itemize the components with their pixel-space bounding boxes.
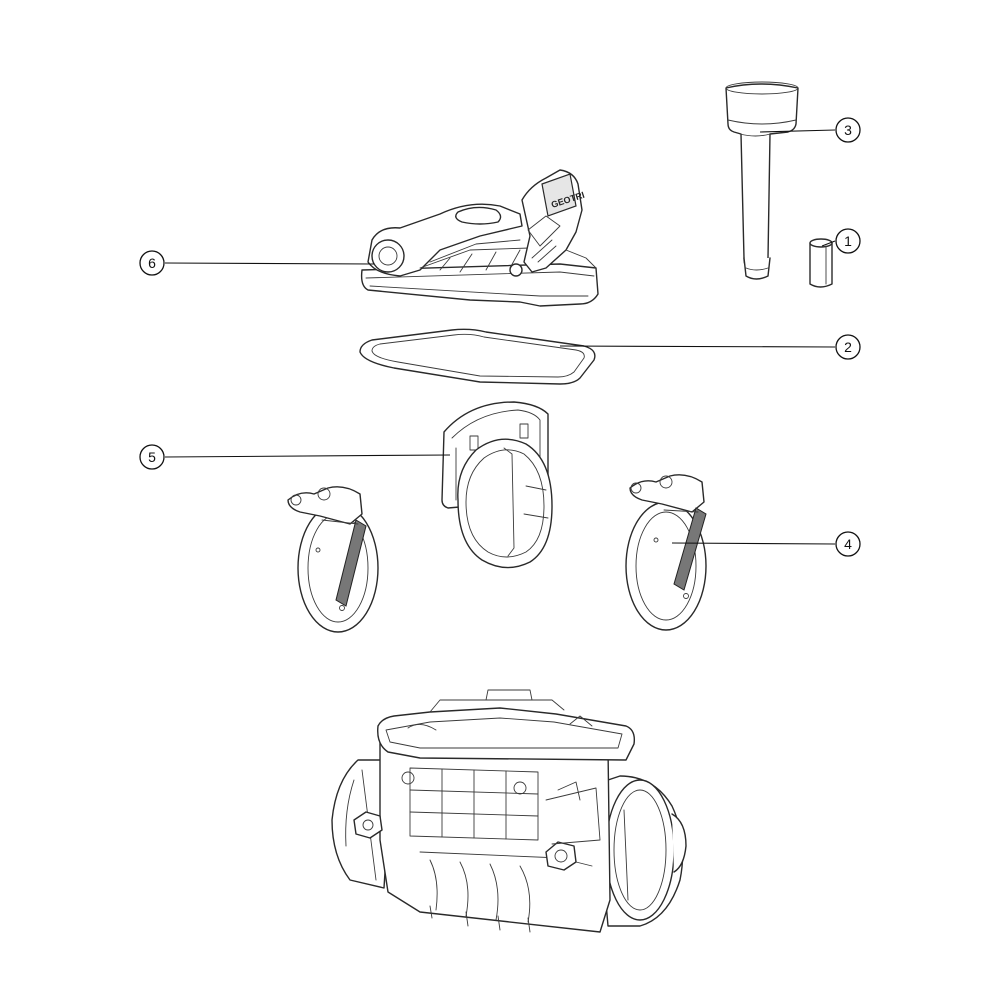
leader-line-1 xyxy=(821,240,836,247)
callout-group-1: 1 xyxy=(821,228,861,254)
callout-group-2: 2 xyxy=(559,334,861,360)
callout-label-6: 6 xyxy=(148,255,156,271)
leader-line-6 xyxy=(164,262,375,265)
leader-line-2 xyxy=(559,345,836,348)
part-6-cover: GEOTRI xyxy=(360,169,599,307)
callout-label-1: 1 xyxy=(844,233,852,249)
callout-group-3: 3 xyxy=(759,117,861,143)
callout-label-5: 5 xyxy=(148,449,156,465)
part-5-outlet xyxy=(441,401,553,569)
callout-group-4: 4 xyxy=(671,531,861,557)
part-4-clamp-left xyxy=(287,486,379,633)
callout-circle-1 xyxy=(835,228,861,254)
part-3-tool xyxy=(725,81,799,280)
callout-circle-6 xyxy=(139,250,165,276)
leader-line-5 xyxy=(164,454,451,458)
callout-circle-4 xyxy=(835,531,861,557)
callout-circle-2 xyxy=(835,334,861,360)
callout-circle-5 xyxy=(139,444,165,470)
callout-group-6: 6 xyxy=(139,250,375,276)
callout-group-5: 5 xyxy=(139,444,451,470)
leader-line-4 xyxy=(671,542,836,545)
callout-circle-3 xyxy=(835,117,861,143)
leader-line-3 xyxy=(759,129,836,133)
callout-label-2: 2 xyxy=(844,339,852,355)
part-4-clamp-right xyxy=(625,474,707,631)
main-housing xyxy=(331,689,687,933)
callout-label-4: 4 xyxy=(844,536,852,552)
callout-label-3: 3 xyxy=(844,122,852,138)
part-1-insert xyxy=(809,238,833,288)
part-2-gasket xyxy=(359,328,596,385)
